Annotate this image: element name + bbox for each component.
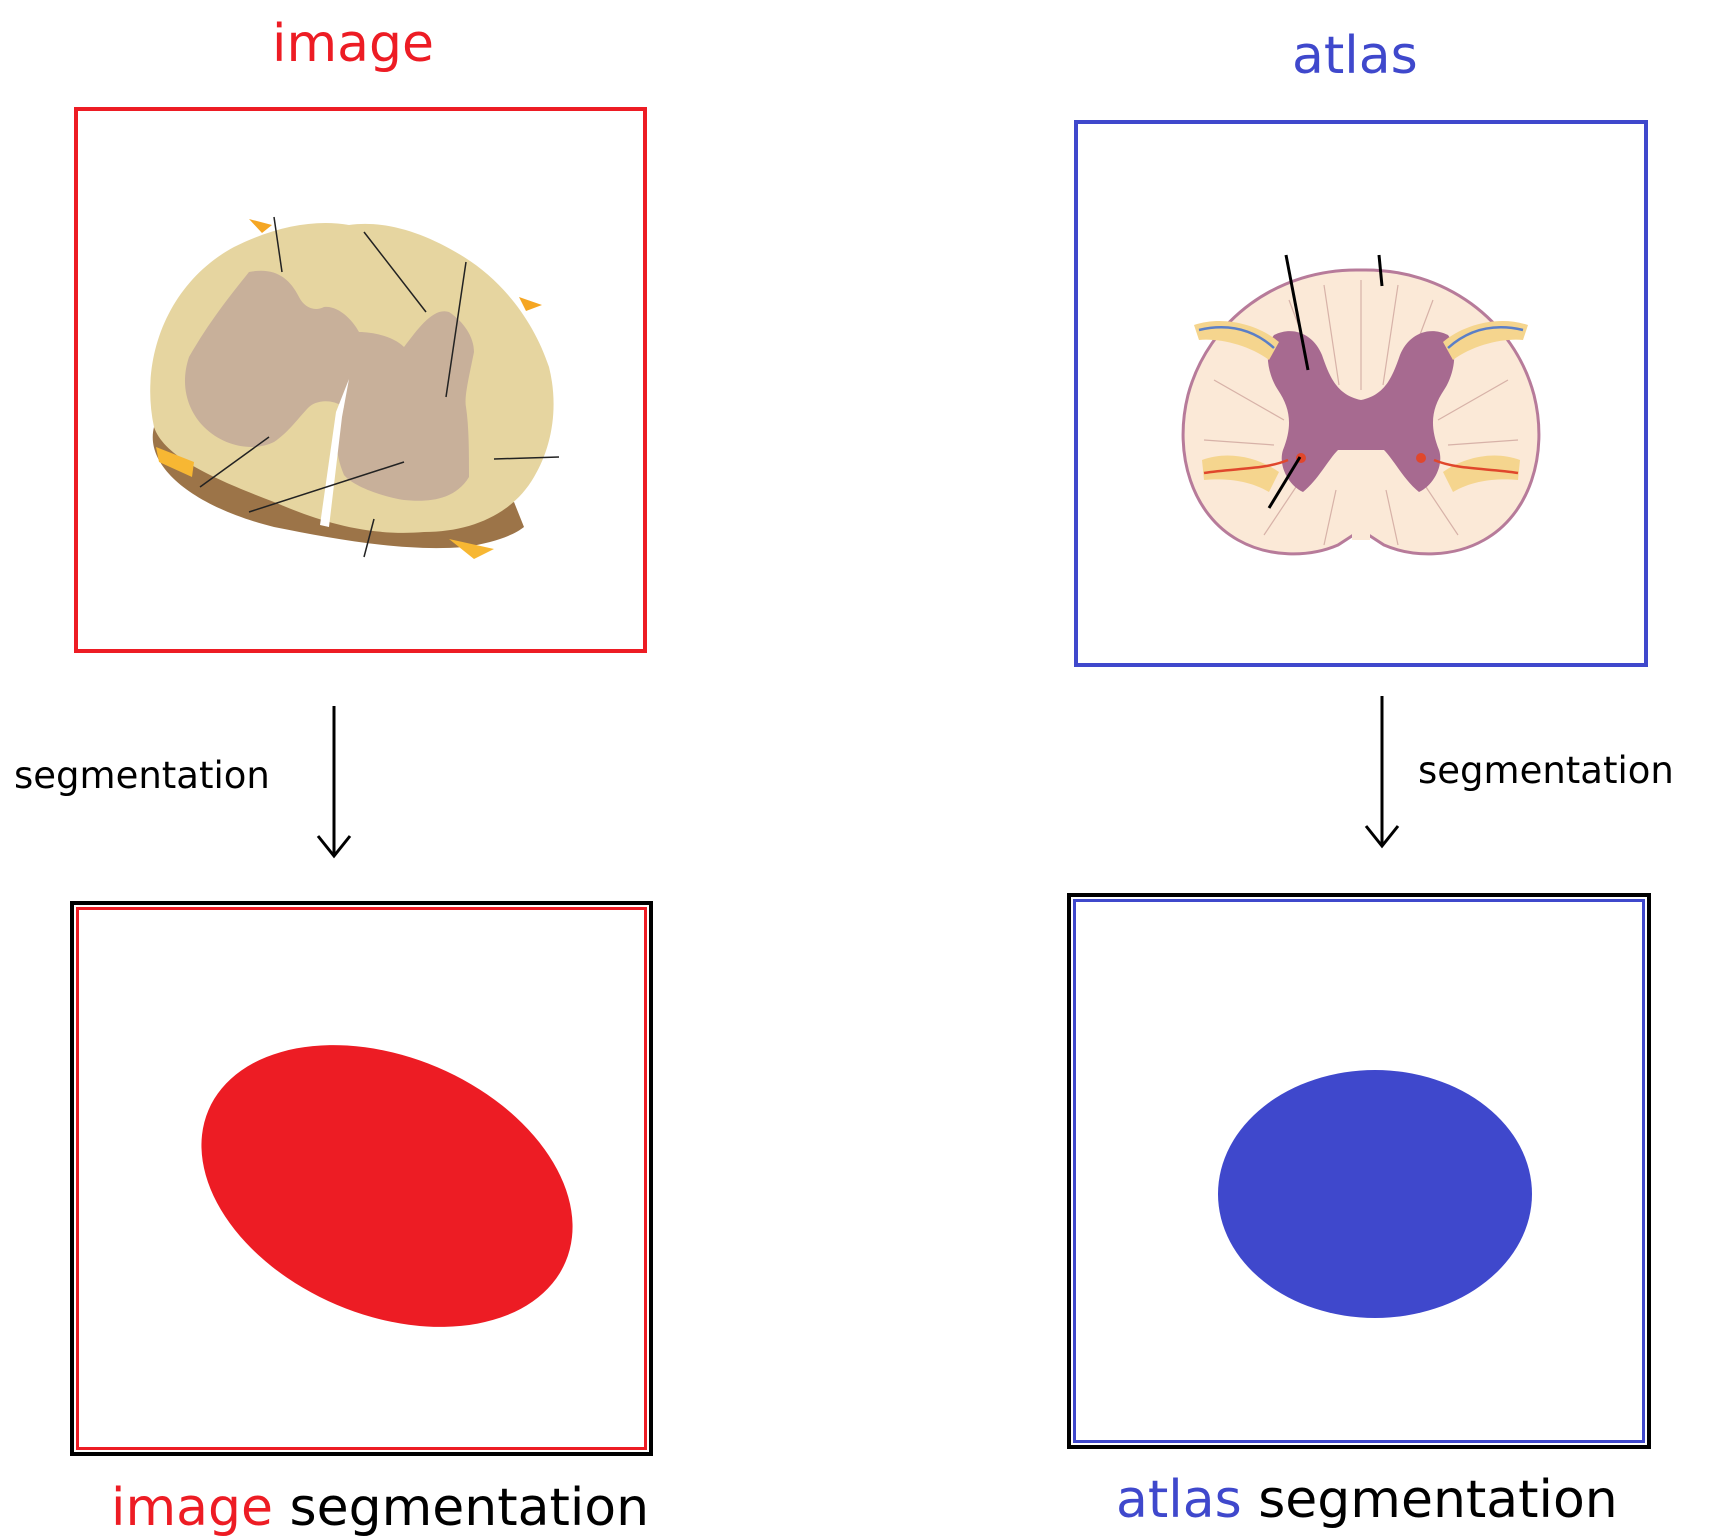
left-arrow-label: segmentation <box>14 754 270 797</box>
spinal-cord-atlas-illustration <box>1181 254 1541 556</box>
right-segmentation-arrow <box>1364 696 1400 849</box>
atlas-caption-word: atlas <box>1116 1470 1242 1530</box>
atlas-segmentation-caption: atlas segmentation <box>1116 1474 1618 1526</box>
image-title: image <box>272 14 434 74</box>
image-segmentation-mask <box>201 1045 573 1327</box>
atlas-panel <box>1074 120 1648 667</box>
image-segmentation-caption: image segmentation <box>111 1482 649 1534</box>
spinal-cord-image-illustration <box>150 216 560 559</box>
image-caption-rest: segmentation <box>272 1478 650 1538</box>
image-segmentation-panel <box>70 901 653 1456</box>
atlas-caption-rest: segmentation <box>1241 1470 1618 1530</box>
atlas-title: atlas <box>1292 26 1418 86</box>
image-panel <box>74 107 647 653</box>
atlas-segmentation-panel <box>1067 893 1651 1449</box>
atlas-segmentation-mask <box>1218 1070 1532 1318</box>
right-arrow-label: segmentation <box>1418 749 1674 792</box>
image-caption-word: image <box>111 1478 273 1538</box>
left-segmentation-arrow <box>316 706 352 859</box>
